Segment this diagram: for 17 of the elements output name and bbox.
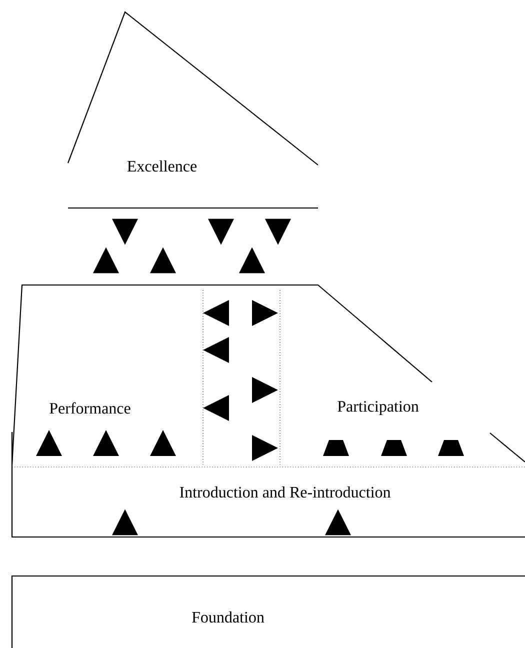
label: Excellence — [126, 159, 198, 173]
label: Introduction and Re-introduction — [178, 485, 392, 499]
trapezoid-outline — [11, 284, 525, 466]
label: Participation — [336, 400, 420, 416]
triangle-outline — [67, 11, 318, 209]
arrow — [150, 247, 176, 274]
arrow — [93, 247, 119, 274]
arrow — [325, 509, 351, 536]
box-outline — [11, 575, 525, 648]
arrow — [265, 218, 291, 245]
arrow — [112, 218, 138, 245]
band-outline — [11, 432, 525, 538]
arrow — [208, 218, 234, 245]
label: Foundation — [190, 610, 266, 624]
arrow — [239, 247, 265, 274]
arrow — [112, 509, 138, 536]
label: Performance — [48, 401, 132, 415]
